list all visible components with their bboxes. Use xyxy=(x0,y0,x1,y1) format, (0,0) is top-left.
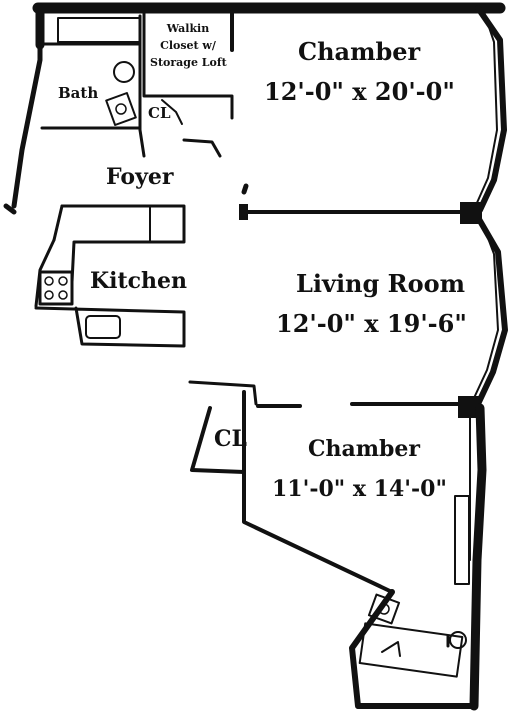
sink-lower xyxy=(367,593,401,625)
wall-right-lower xyxy=(469,403,487,711)
chamber-bottom-size: 11'-0" x 14'-0" xyxy=(272,476,447,502)
toilet-upper xyxy=(113,61,135,83)
sink-upper xyxy=(105,92,137,126)
closet-bedroom-label: CL xyxy=(214,426,247,452)
bathtub-upper xyxy=(57,17,141,43)
chamber-top-name: Chamber xyxy=(298,37,421,66)
closet-bath-label: CL xyxy=(148,104,171,122)
walkin-closet xyxy=(142,10,234,120)
chamber-bottom-name: Chamber xyxy=(308,436,421,462)
wardrobe xyxy=(454,495,470,585)
chamber-top-size: 12'-0" x 20'-0" xyxy=(264,77,455,106)
kitchen-counter-top xyxy=(60,204,186,284)
stove xyxy=(38,270,74,306)
wall-diagonal xyxy=(242,390,394,594)
foyer-label: Foyer xyxy=(106,164,174,190)
kitchen-counter-bottom xyxy=(34,306,186,348)
living-room-name: Living Room xyxy=(296,269,465,298)
wall-bath-left xyxy=(11,41,43,209)
walkin-line-2: Closet w/ xyxy=(160,39,216,53)
living-room-size: 12'-0" x 19'-6" xyxy=(276,309,467,338)
kitchen-label: Kitchen xyxy=(90,268,188,294)
bath-label: Bath xyxy=(58,84,99,102)
closet-bedroom xyxy=(190,406,246,474)
bay-window-top xyxy=(475,5,507,213)
walkin-closet-label: Walkin Closet w/ Storage Loft xyxy=(150,20,227,71)
bay-window-middle xyxy=(473,211,508,407)
walkin-line-1: Walkin xyxy=(166,22,210,35)
walkin-line-3: Storage Loft xyxy=(150,56,227,70)
bathtub xyxy=(358,622,464,678)
toilet-lower xyxy=(449,631,467,649)
kitchen-sink xyxy=(85,315,121,339)
